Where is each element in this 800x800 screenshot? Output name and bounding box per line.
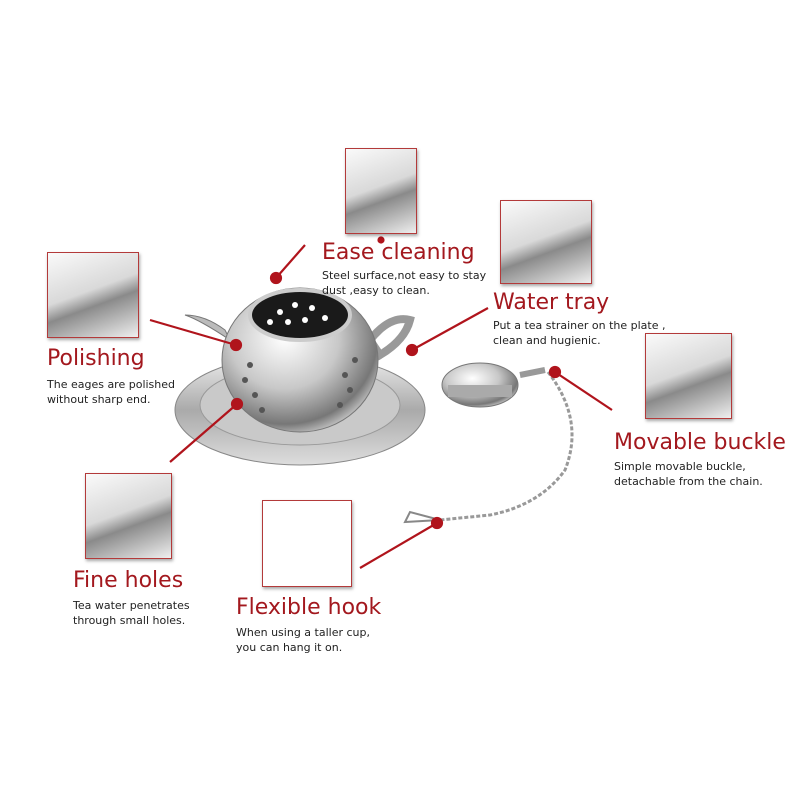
water-tray-desc-1: Put a tea strainer on the plate , — [493, 319, 666, 332]
ease-cleaning-desc-2: dust ,easy to clean. — [322, 284, 430, 297]
polishing-title: Polishing — [47, 346, 145, 371]
flexible-hook-desc-2: you can hang it on. — [236, 641, 343, 654]
polishing-desc-1: The eages are polished — [47, 378, 176, 391]
fine-holes-title: Fine holes — [73, 568, 184, 593]
water-tray-title: Water tray — [493, 290, 610, 315]
water-tray-thumbnail — [500, 200, 592, 284]
movable-buckle-thumbnail — [645, 333, 732, 419]
polishing-desc-2: without sharp end. — [47, 393, 151, 406]
movable-buckle-title: Movable buckle — [614, 430, 786, 455]
fine-holes-desc-2: through small holes. — [73, 614, 186, 627]
movable-buckle-desc-1: Simple movable buckle, — [614, 460, 746, 473]
ease-cleaning-desc-1: Steel surface,not easy to stay — [322, 269, 487, 282]
callout-lines — [149, 236, 613, 569]
flexible-hook-desc-1: When using a taller cup, — [236, 626, 370, 639]
flexible-hook-title: Flexible hook — [236, 595, 382, 620]
water-tray-desc-2: clean and hugienic. — [493, 334, 601, 347]
lid-and-chain-image — [403, 362, 574, 524]
ease-cleaning-title: Ease cleaning — [322, 240, 475, 265]
flexible-hook-thumbnail — [262, 500, 352, 587]
fine-holes-thumbnail — [85, 473, 172, 559]
movable-buckle-desc-2: detachable from the chain. — [614, 475, 763, 488]
teapot-infuser-image — [184, 287, 415, 433]
ease-cleaning-thumbnail — [345, 148, 417, 234]
polishing-thumbnail — [47, 252, 139, 338]
fine-holes-desc-1: Tea water penetrates — [73, 599, 190, 612]
